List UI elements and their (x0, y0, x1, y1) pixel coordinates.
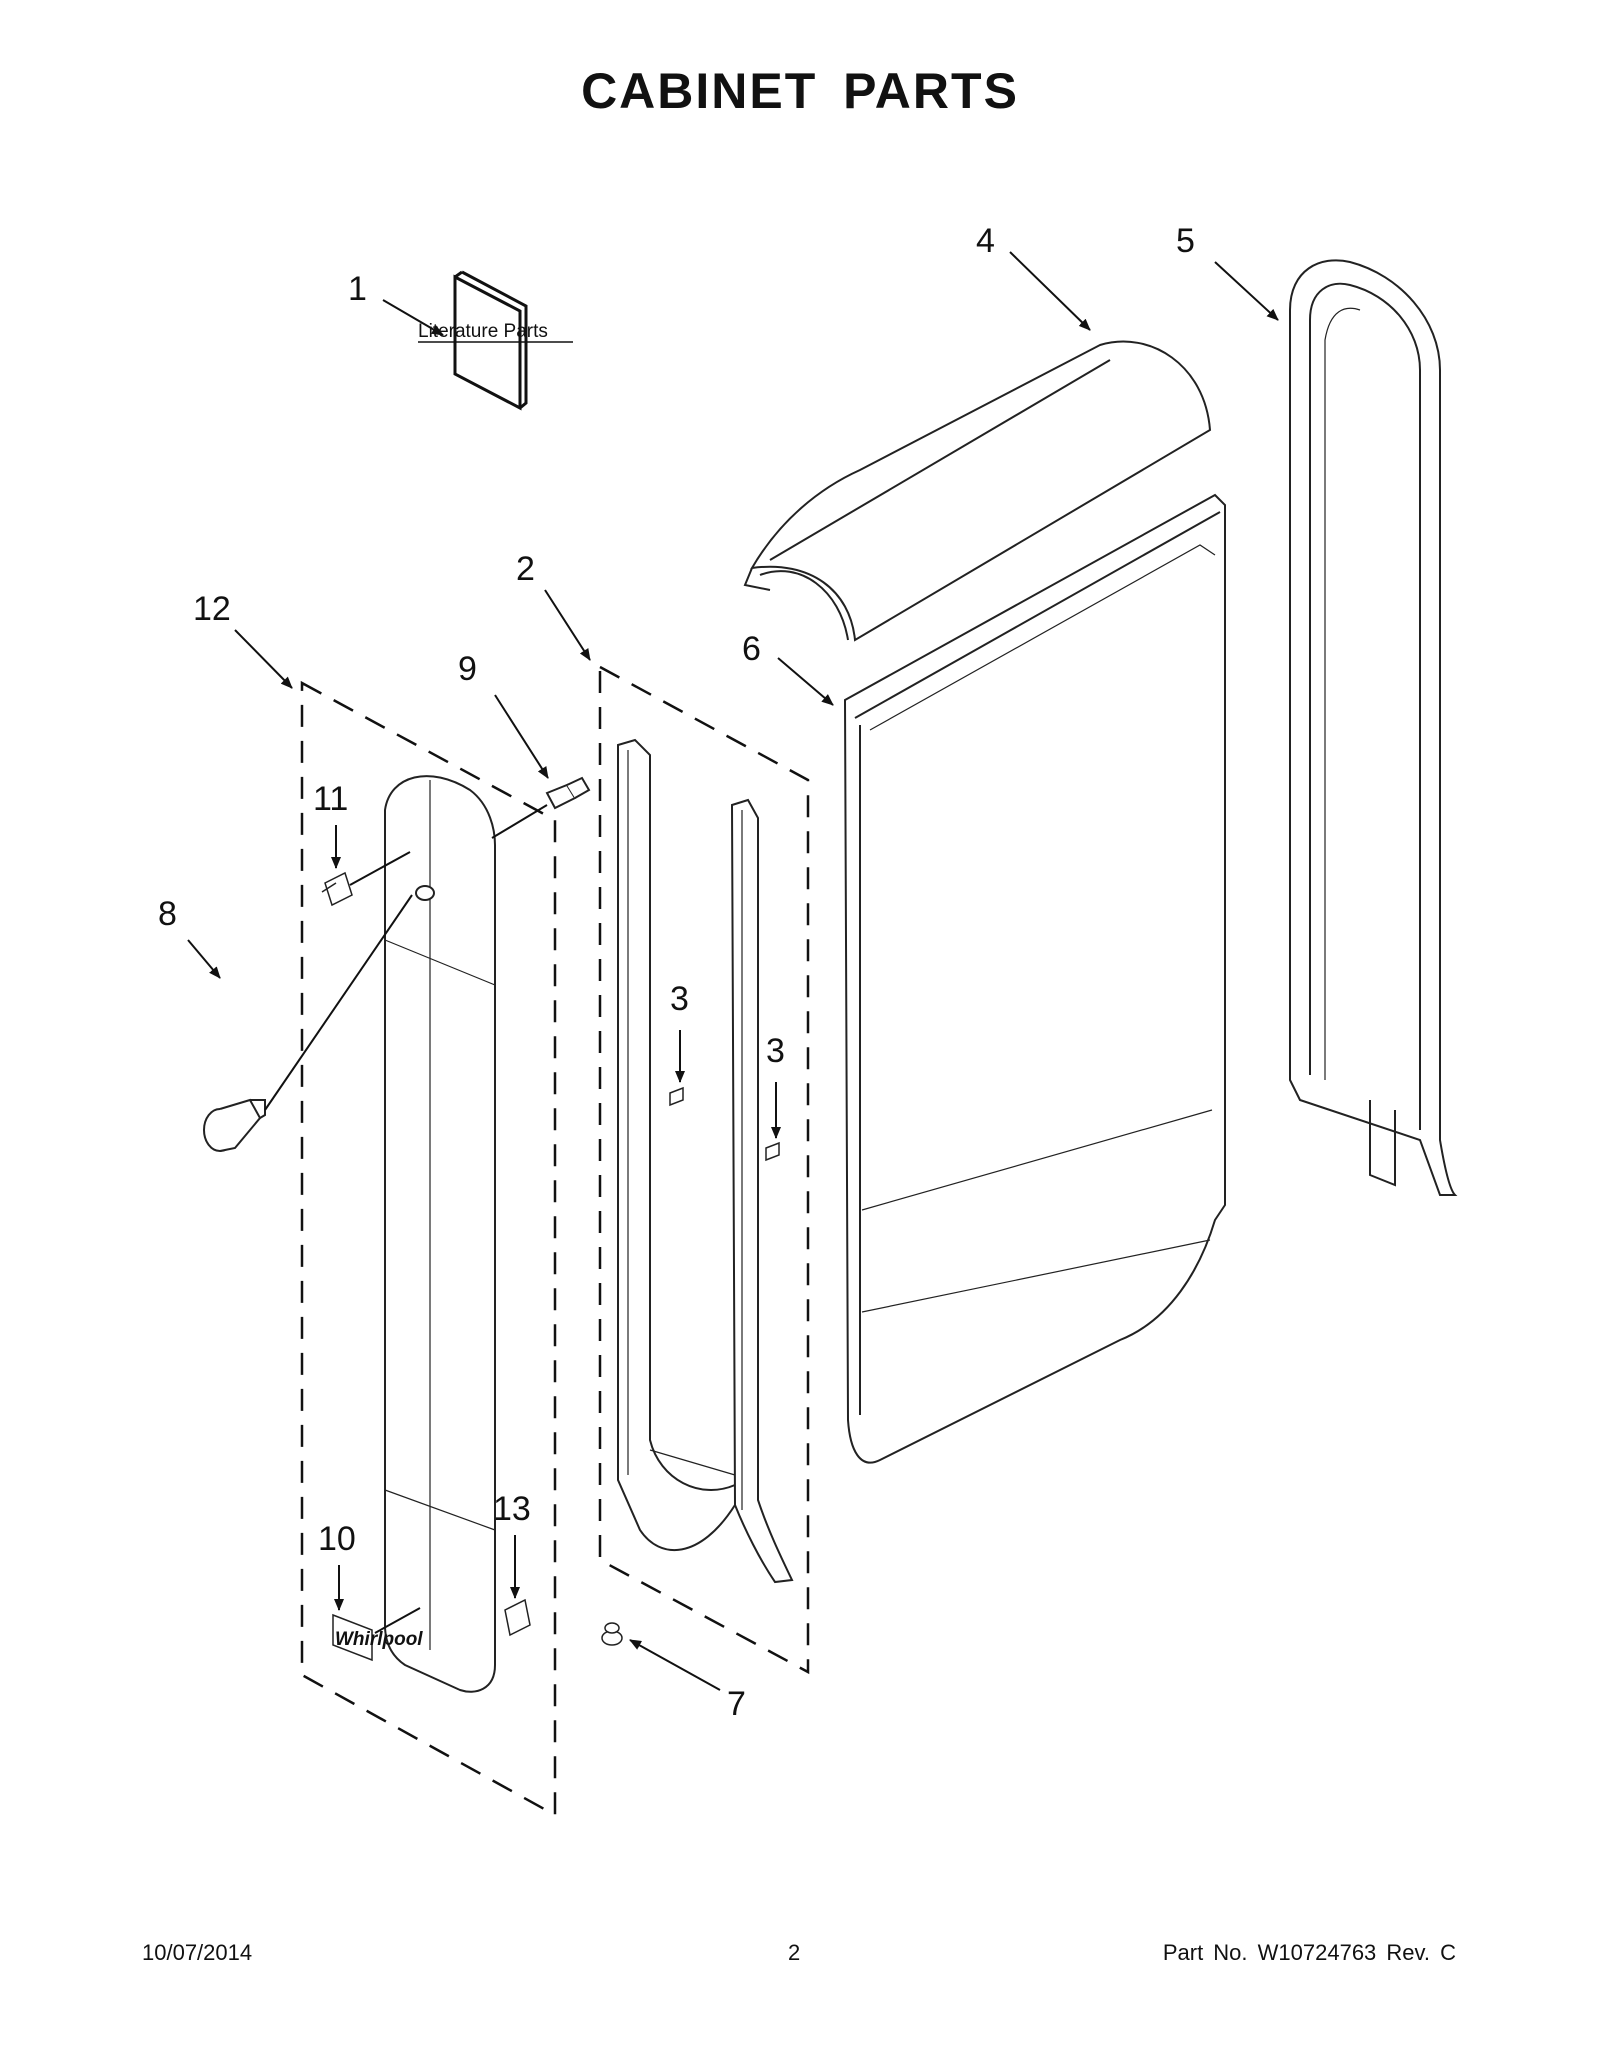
callout-10: 10 (318, 1520, 356, 1558)
rail-clip-3a (669, 1086, 684, 1107)
top-cap-cover (743, 340, 1212, 642)
callout-3a: 3 (670, 980, 689, 1018)
callout-4: 4 (976, 222, 995, 260)
callout-9: 9 (458, 650, 477, 688)
page-title: CABINET PARTS (581, 63, 1019, 119)
right-side-rail (730, 798, 794, 1584)
leader-1 (382, 299, 444, 336)
badge-axis-line (374, 1607, 421, 1634)
leader-12 (234, 629, 293, 689)
callout-12: 12 (193, 590, 231, 628)
screw-axis-line (491, 804, 548, 839)
badge-clip-axis-line (349, 851, 411, 886)
svg-text:Whirlpool: Whirlpool (335, 1629, 423, 1650)
group-2-dashed-box (598, 664, 810, 1675)
leader-2 (544, 589, 591, 661)
rail-clip-3b (765, 1141, 780, 1162)
small-clip (504, 1598, 531, 1637)
left-side-rail (617, 738, 736, 1552)
callout-11: 11 (313, 780, 348, 818)
callout-3b: 3 (766, 1032, 785, 1070)
literature-parts-label: Literature Parts (418, 321, 548, 342)
side-trim (384, 775, 496, 1693)
callout-13: 13 (493, 1490, 531, 1528)
leader-6 (777, 657, 834, 706)
leader-8 (187, 939, 221, 979)
leader-7 (629, 1639, 721, 1691)
group-12-dashed-box (300, 680, 557, 1818)
callout-5: 5 (1176, 222, 1195, 260)
badge-clip (321, 871, 353, 907)
footer-date: 10/07/2014 (142, 1940, 253, 1965)
leader-5 (1214, 261, 1279, 321)
callout-6: 6 (742, 630, 761, 668)
brand-badge-10: Whirlpool (332, 1613, 423, 1662)
knob-axis-line (264, 894, 413, 1111)
callout-1: 1 (348, 270, 367, 308)
leader-9 (494, 694, 549, 779)
leader-4 (1009, 251, 1091, 331)
footer-page-number: 2 (788, 1940, 801, 1965)
screw (545, 776, 591, 810)
leveling-foot (601, 1622, 623, 1646)
callout-2: 2 (516, 550, 535, 588)
knob (203, 1098, 266, 1152)
footer-part-number: Part No. W10724763 Rev. C (1162, 1940, 1456, 1965)
front-panel (843, 493, 1226, 1464)
callout-8: 8 (158, 895, 177, 933)
rear-frame (1289, 259, 1458, 1196)
callout-7: 7 (727, 1685, 746, 1723)
